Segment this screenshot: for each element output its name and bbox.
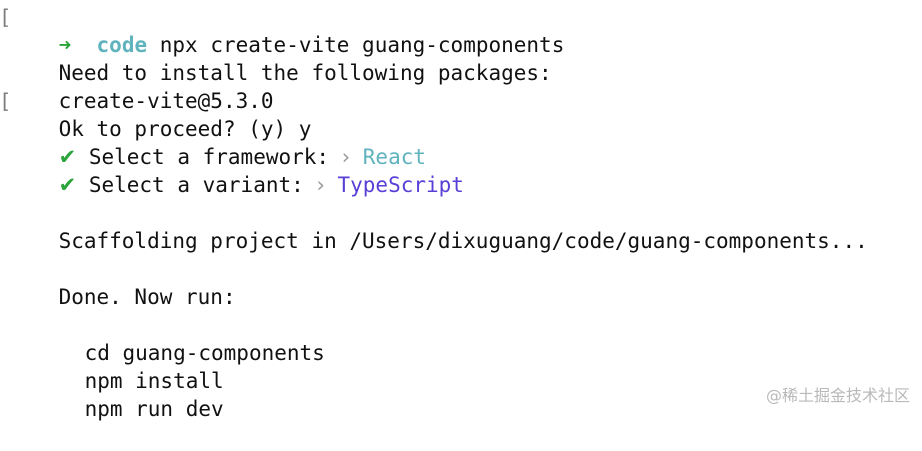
line-marker-bracket: [	[2, 89, 10, 113]
selection-line-framework: ✔ Select a framework: › React	[8, 115, 922, 169]
output-line: Scaffolding project in /Users/dixuguang/…	[8, 199, 922, 253]
checkmark-icon: ✔	[58, 145, 77, 169]
terminal-window[interactable]: [ ➜ code npx create-vite guang-components…	[0, 0, 922, 421]
selection-line-variant: ✔ Select a variant: › TypeScript	[8, 143, 922, 197]
output-line: Need to install the following packages:	[8, 31, 922, 85]
output-line: Done. Now run:	[8, 255, 922, 309]
watermark: @稀土掘金技术社区	[765, 386, 910, 405]
blank-line	[8, 283, 922, 311]
output-line: create-vite@5.3.0	[8, 59, 922, 113]
package-name: create-vite@5.3.0	[58, 89, 274, 113]
line-marker-bracket: [	[2, 5, 10, 29]
command-text: npx create-vite guang-components	[159, 33, 565, 57]
selection-label: Select a variant:	[88, 173, 304, 197]
next-step-command: cd guang-components	[84, 341, 325, 365]
chevron-right-icon: ›	[341, 145, 351, 169]
next-step-line: cd guang-components	[8, 311, 922, 365]
current-directory: code	[96, 33, 148, 57]
chevron-right-icon: ›	[316, 173, 325, 197]
scaffold-message: Scaffolding project in /Users/dixuguang/…	[58, 229, 868, 253]
checkmark-icon: ✔	[58, 173, 77, 197]
next-step-line: npm install	[8, 339, 922, 393]
proceed-prompt: Ok to proceed? (y) y	[58, 117, 312, 141]
blank-line	[8, 227, 922, 255]
output-line: [ Ok to proceed? (y) y	[2, 87, 922, 141]
prompt-arrow-icon: ➜	[58, 33, 72, 57]
selection-label: Select a framework:	[88, 145, 330, 169]
next-step-command: npm install	[84, 369, 224, 393]
next-step-command: npm run dev	[84, 397, 224, 421]
selection-value-variant: TypeScript	[337, 173, 464, 197]
selection-value-framework: React	[362, 145, 426, 169]
install-notice: Need to install the following packages:	[58, 61, 552, 85]
prompt-line: [ ➜ code npx create-vite guang-components	[2, 3, 922, 57]
blank-line	[8, 171, 922, 199]
done-message: Done. Now run:	[58, 285, 236, 309]
